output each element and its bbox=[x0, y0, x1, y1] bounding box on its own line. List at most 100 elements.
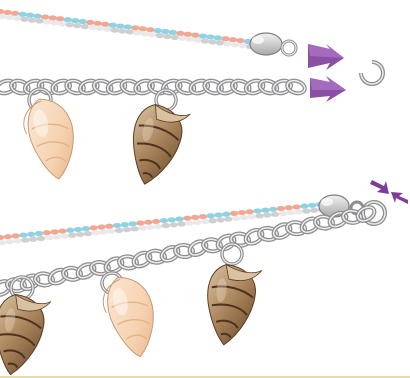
braid-bead bbox=[184, 32, 192, 37]
braid-bead bbox=[294, 209, 302, 214]
braid-bead bbox=[208, 39, 216, 44]
braid-bead bbox=[89, 225, 97, 230]
braid-bead bbox=[216, 40, 224, 45]
braid-bead bbox=[133, 30, 141, 35]
braid-bead bbox=[191, 33, 199, 38]
step-1-open bbox=[0, 9, 383, 190]
braid-bead bbox=[144, 220, 152, 225]
braid-bead bbox=[156, 33, 164, 38]
braid-bead bbox=[33, 13, 41, 18]
braid-bead bbox=[50, 20, 58, 25]
braid-bead bbox=[6, 239, 14, 244]
braid-bead bbox=[277, 206, 285, 211]
braid-bead bbox=[171, 35, 179, 40]
braid-bead bbox=[43, 19, 51, 24]
braid-bead bbox=[21, 237, 29, 242]
braid-bead bbox=[279, 211, 287, 216]
light-shell-charm bbox=[99, 272, 162, 362]
braid-bead bbox=[58, 21, 66, 26]
chain bbox=[0, 79, 306, 96]
braid-bead bbox=[124, 24, 132, 29]
braid-bead bbox=[0, 14, 6, 19]
braid-bead bbox=[300, 204, 308, 209]
braid-bead bbox=[152, 219, 160, 224]
braid-bead bbox=[109, 23, 117, 28]
braid-bead bbox=[65, 22, 73, 27]
braid-bead bbox=[80, 24, 88, 29]
dark-shell-charm bbox=[124, 101, 191, 190]
braid-bead bbox=[161, 29, 169, 34]
braid-bead bbox=[230, 211, 238, 216]
braid-bead bbox=[261, 208, 269, 213]
braid-bead bbox=[78, 19, 86, 24]
braid-bead bbox=[154, 28, 162, 33]
braid-bead bbox=[221, 36, 229, 41]
braid-bead bbox=[113, 223, 121, 228]
braid-bead bbox=[292, 204, 300, 209]
braid-bead bbox=[141, 31, 149, 36]
braid-bead bbox=[209, 218, 217, 223]
braid-bead bbox=[95, 26, 103, 31]
braid-bead bbox=[253, 208, 261, 213]
braid-bead bbox=[240, 215, 248, 220]
braid-bead bbox=[11, 11, 19, 16]
light-shell-charm bbox=[20, 94, 81, 183]
braid-bead bbox=[118, 28, 126, 33]
braid-bead bbox=[88, 25, 96, 30]
braid-bead bbox=[238, 43, 246, 48]
braid-bead bbox=[222, 212, 230, 217]
braid-bead bbox=[139, 26, 147, 31]
braid-bead bbox=[207, 213, 215, 218]
braid-bead bbox=[56, 16, 64, 21]
braid-bead bbox=[206, 34, 214, 39]
braid-bead bbox=[154, 224, 162, 229]
braid-bead bbox=[236, 38, 244, 43]
braid-bead bbox=[214, 212, 222, 217]
braid-bead bbox=[123, 227, 131, 232]
braid-bead bbox=[28, 18, 36, 23]
braid-bead bbox=[27, 232, 35, 237]
braid-bead bbox=[107, 229, 115, 234]
braid-bead bbox=[170, 222, 178, 227]
jump-ring-icon bbox=[361, 62, 383, 84]
braid-bead bbox=[13, 16, 21, 21]
braid-bead bbox=[13, 238, 21, 243]
braid-bead bbox=[50, 229, 58, 234]
braid-bead bbox=[162, 223, 170, 228]
braid-bead bbox=[183, 216, 191, 221]
braid-bead bbox=[26, 13, 34, 18]
braid-bead bbox=[146, 225, 154, 230]
braid-bead bbox=[263, 213, 271, 218]
dark-shell-charm bbox=[202, 263, 262, 348]
braid-bead bbox=[43, 230, 51, 235]
braid-bead bbox=[148, 32, 156, 37]
braid-bead bbox=[178, 36, 186, 41]
braid-bead bbox=[238, 210, 246, 215]
braid-bead bbox=[224, 217, 232, 222]
braid-bead bbox=[232, 216, 240, 221]
braid-bead bbox=[130, 226, 138, 231]
braid-bead bbox=[216, 217, 224, 222]
braid-bead bbox=[103, 27, 111, 32]
braid-bead bbox=[177, 221, 185, 226]
dark-shell-charm bbox=[0, 292, 51, 378]
braid-bead bbox=[93, 21, 101, 26]
braid-bead bbox=[116, 23, 124, 28]
braid-bead bbox=[163, 34, 171, 39]
braid-bead bbox=[91, 230, 99, 235]
braid-bead bbox=[68, 233, 76, 238]
braid-bead bbox=[58, 228, 66, 233]
braid-bead bbox=[35, 18, 43, 23]
braid-bead bbox=[223, 41, 231, 46]
braid-bead bbox=[105, 224, 113, 229]
braid-bead bbox=[48, 15, 56, 20]
braid-bead bbox=[168, 217, 176, 222]
braid-bead bbox=[269, 207, 277, 212]
braid-bead bbox=[136, 220, 144, 225]
braid-bead bbox=[121, 222, 129, 227]
right-arrow-icon bbox=[308, 44, 344, 70]
braid-bead bbox=[169, 30, 177, 35]
braid-bead bbox=[18, 12, 26, 17]
braid-bead bbox=[214, 35, 222, 40]
braid-bead bbox=[131, 25, 139, 30]
